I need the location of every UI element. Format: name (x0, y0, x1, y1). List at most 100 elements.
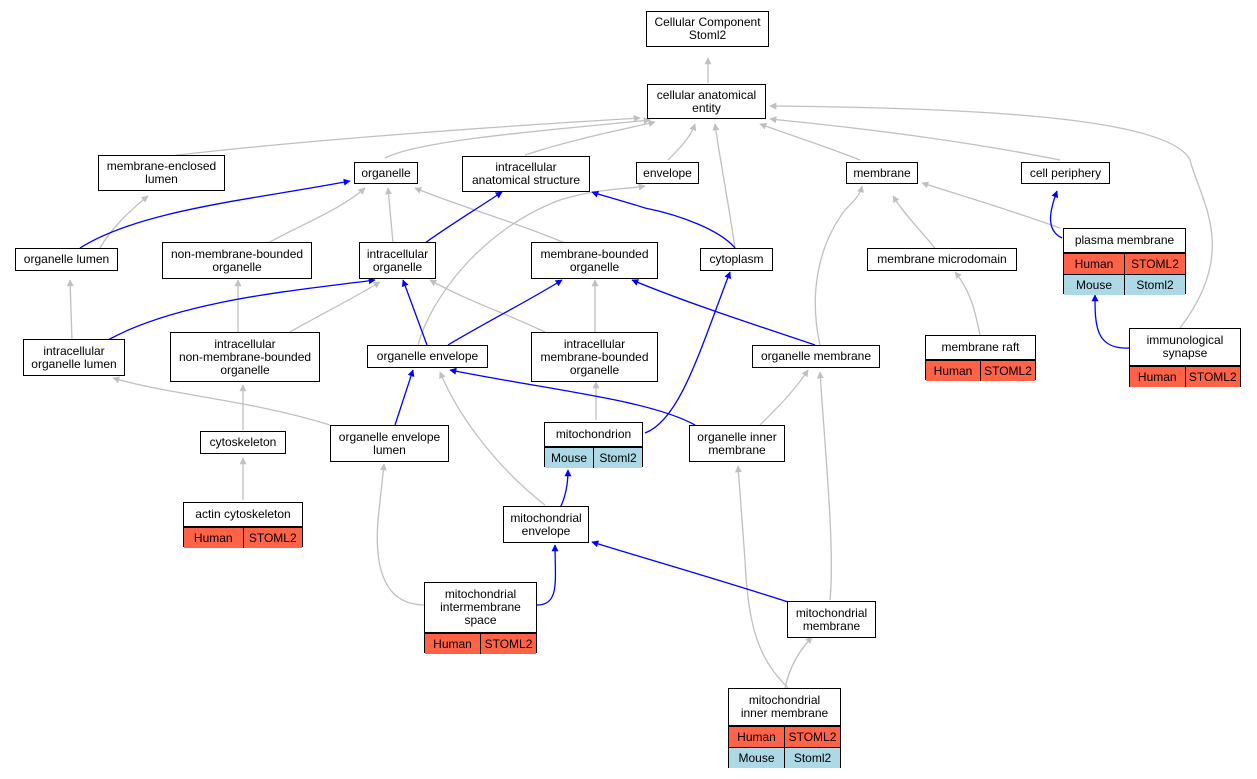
node-label: intracellular (214, 336, 276, 351)
node-intracellular-membrane-bounded-organelle[interactable]: intracellular membrane-bounded organelle (531, 332, 658, 382)
node-label: anatomical structure (471, 173, 581, 187)
edge-is-a (667, 123, 697, 161)
edge-part-of (449, 367, 696, 426)
edge-is-a (414, 187, 566, 244)
node-label: intracellular (366, 246, 429, 261)
edge-is-a (769, 116, 1061, 161)
node-plasma-membrane[interactable]: plasma membrane Human STOML2 Mouse Stoml… (1063, 228, 1186, 295)
node-label: organelle inner (697, 429, 777, 444)
node-actin-cytoskeleton[interactable]: actin cytoskeleton Human STOML2 (183, 502, 303, 548)
edge-is-a (66, 279, 74, 341)
edge-part-of (536, 544, 559, 606)
edge-is-a (112, 376, 331, 426)
node-mitochondrial-envelope[interactable]: mitochondrial envelope (503, 506, 589, 543)
node-label: envelope (643, 165, 692, 180)
node-mitochondrial-intermembrane-space[interactable]: mitochondrial intermembrane space Human … (424, 582, 537, 654)
edge-is-a (385, 187, 394, 244)
node-label: mitochondrial (748, 693, 821, 707)
edge-part-of (559, 469, 572, 509)
species-label: Mouse (1075, 278, 1113, 292)
node-title: actin cytoskeleton (184, 503, 302, 527)
node-label: intracellular (563, 336, 626, 351)
node-mitochondrial-inner-membrane[interactable]: mitochondrial inner membrane Human STOML… (728, 688, 841, 768)
node-label: membrane microdomain (877, 252, 1007, 266)
node-label: non-membrane-bounded (170, 246, 304, 261)
species-label: Human (1137, 370, 1177, 384)
node-title: mitochondrial intermembrane space (425, 583, 536, 633)
node-label: Cellular Component (654, 15, 761, 29)
edge-part-of (394, 369, 415, 426)
node-membrane[interactable]: membrane (846, 162, 918, 184)
node-label: space (464, 613, 497, 627)
edge-is-a (429, 279, 546, 333)
node-label: membrane (853, 165, 911, 180)
node-cell-periphery[interactable]: cell periphery (1021, 162, 1110, 184)
node-membrane-microdomain[interactable]: membrane microdomain (867, 248, 1017, 271)
species-label: Mouse (550, 451, 588, 465)
node-organelle-lumen[interactable]: organelle lumen (15, 248, 118, 271)
gene-row-mouse: Mouse Stoml2 (1064, 274, 1185, 295)
node-label: organelle (372, 259, 423, 274)
edge-part-of (644, 271, 732, 434)
species-label: Human (933, 364, 973, 378)
node-intracellular-non-membrane-bounded-organelle[interactable]: intracellular non-membrane-bounded organ… (170, 332, 320, 382)
edge-is-a (892, 195, 936, 249)
species-label: Human (1074, 257, 1114, 271)
edge-is-a (734, 465, 789, 689)
node-label: membrane-bounded (540, 349, 649, 364)
node-label: cellular anatomical (656, 87, 757, 102)
node-membrane-bounded-organelle[interactable]: membrane-bounded organelle (531, 242, 658, 279)
edge-is-a (524, 119, 656, 156)
node-label: envelope (521, 523, 571, 538)
node-membrane-enclosed-lumen[interactable]: membrane-enclosed lumen (98, 155, 225, 191)
node-mitochondrial-membrane[interactable]: mitochondrial membrane (787, 601, 876, 638)
node-label: cell periphery (1029, 165, 1102, 180)
node-organelle[interactable]: organelle (354, 162, 418, 184)
node-label: membrane (802, 618, 861, 633)
gene-row-mouse: Mouse Stoml2 (545, 447, 642, 468)
node-organelle-envelope-lumen[interactable]: organelle envelope lumen (330, 425, 449, 462)
node-label: organelle (220, 362, 270, 377)
node-label: lumen (373, 442, 406, 457)
node-title: plasma membrane (1064, 229, 1185, 253)
edge-part-of (107, 277, 376, 341)
node-cellular-anatomical-entity[interactable]: cellular anatomical entity (647, 84, 766, 119)
species-label: Human (433, 637, 472, 651)
node-label: organelle (569, 362, 620, 377)
node-intracellular-organelle[interactable]: intracellular organelle (359, 242, 436, 279)
node-label: membrane-enclosed (106, 159, 217, 173)
node-envelope[interactable]: envelope (636, 162, 699, 184)
node-title: immunological synapse (1130, 329, 1240, 366)
node-organelle-membrane[interactable]: organelle membrane (752, 345, 880, 368)
node-cytoplasm[interactable]: cytoplasm (700, 248, 773, 271)
edge-is-a (814, 185, 865, 346)
node-intracellular-organelle-lumen[interactable]: intracellular organelle lumen (23, 339, 125, 376)
node-label: intracellular (495, 160, 557, 174)
node-label: organelle lumen (31, 356, 117, 371)
gene-row-human: Human STOML2 (1130, 366, 1240, 387)
node-immunological-synapse[interactable]: immunological synapse Human STOML2 (1129, 328, 1241, 387)
node-label: mitochondrial (444, 587, 517, 601)
node-non-membrane-bounded-organelle[interactable]: non-membrane-bounded organelle (162, 242, 312, 279)
gene-symbol: STOML2 (1124, 254, 1185, 274)
node-label: membrane (708, 442, 766, 457)
node-title: mitochondrion (545, 423, 642, 447)
node-cellular-component[interactable]: Cellular Component Stoml2 (646, 11, 769, 47)
node-membrane-raft[interactable]: membrane raft Human STOML2 (925, 335, 1036, 381)
gene-symbol: STOML2 (242, 528, 303, 548)
gene-row-human: Human STOML2 (729, 726, 840, 747)
edge-is-a (769, 102, 1213, 329)
node-intracellular-anatomical-structure[interactable]: intracellular anatomical structure (462, 156, 590, 192)
node-mitochondrion[interactable]: mitochondrion Mouse Stoml2 (544, 422, 643, 468)
node-label: cytoplasm (709, 252, 764, 266)
node-organelle-envelope[interactable]: organelle envelope (367, 345, 488, 368)
node-organelle-inner-membrane[interactable]: organelle inner membrane (689, 425, 785, 462)
edge-is-a (267, 187, 366, 244)
gene-symbol: STOML2 (1184, 367, 1241, 387)
edge-is-a (417, 183, 646, 346)
gene-row-human: Human STOML2 (184, 527, 302, 548)
edge-is-a (954, 271, 981, 336)
node-cytoskeleton[interactable]: cytoskeleton (200, 431, 286, 454)
gene-symbol: STOML2 (784, 727, 840, 747)
